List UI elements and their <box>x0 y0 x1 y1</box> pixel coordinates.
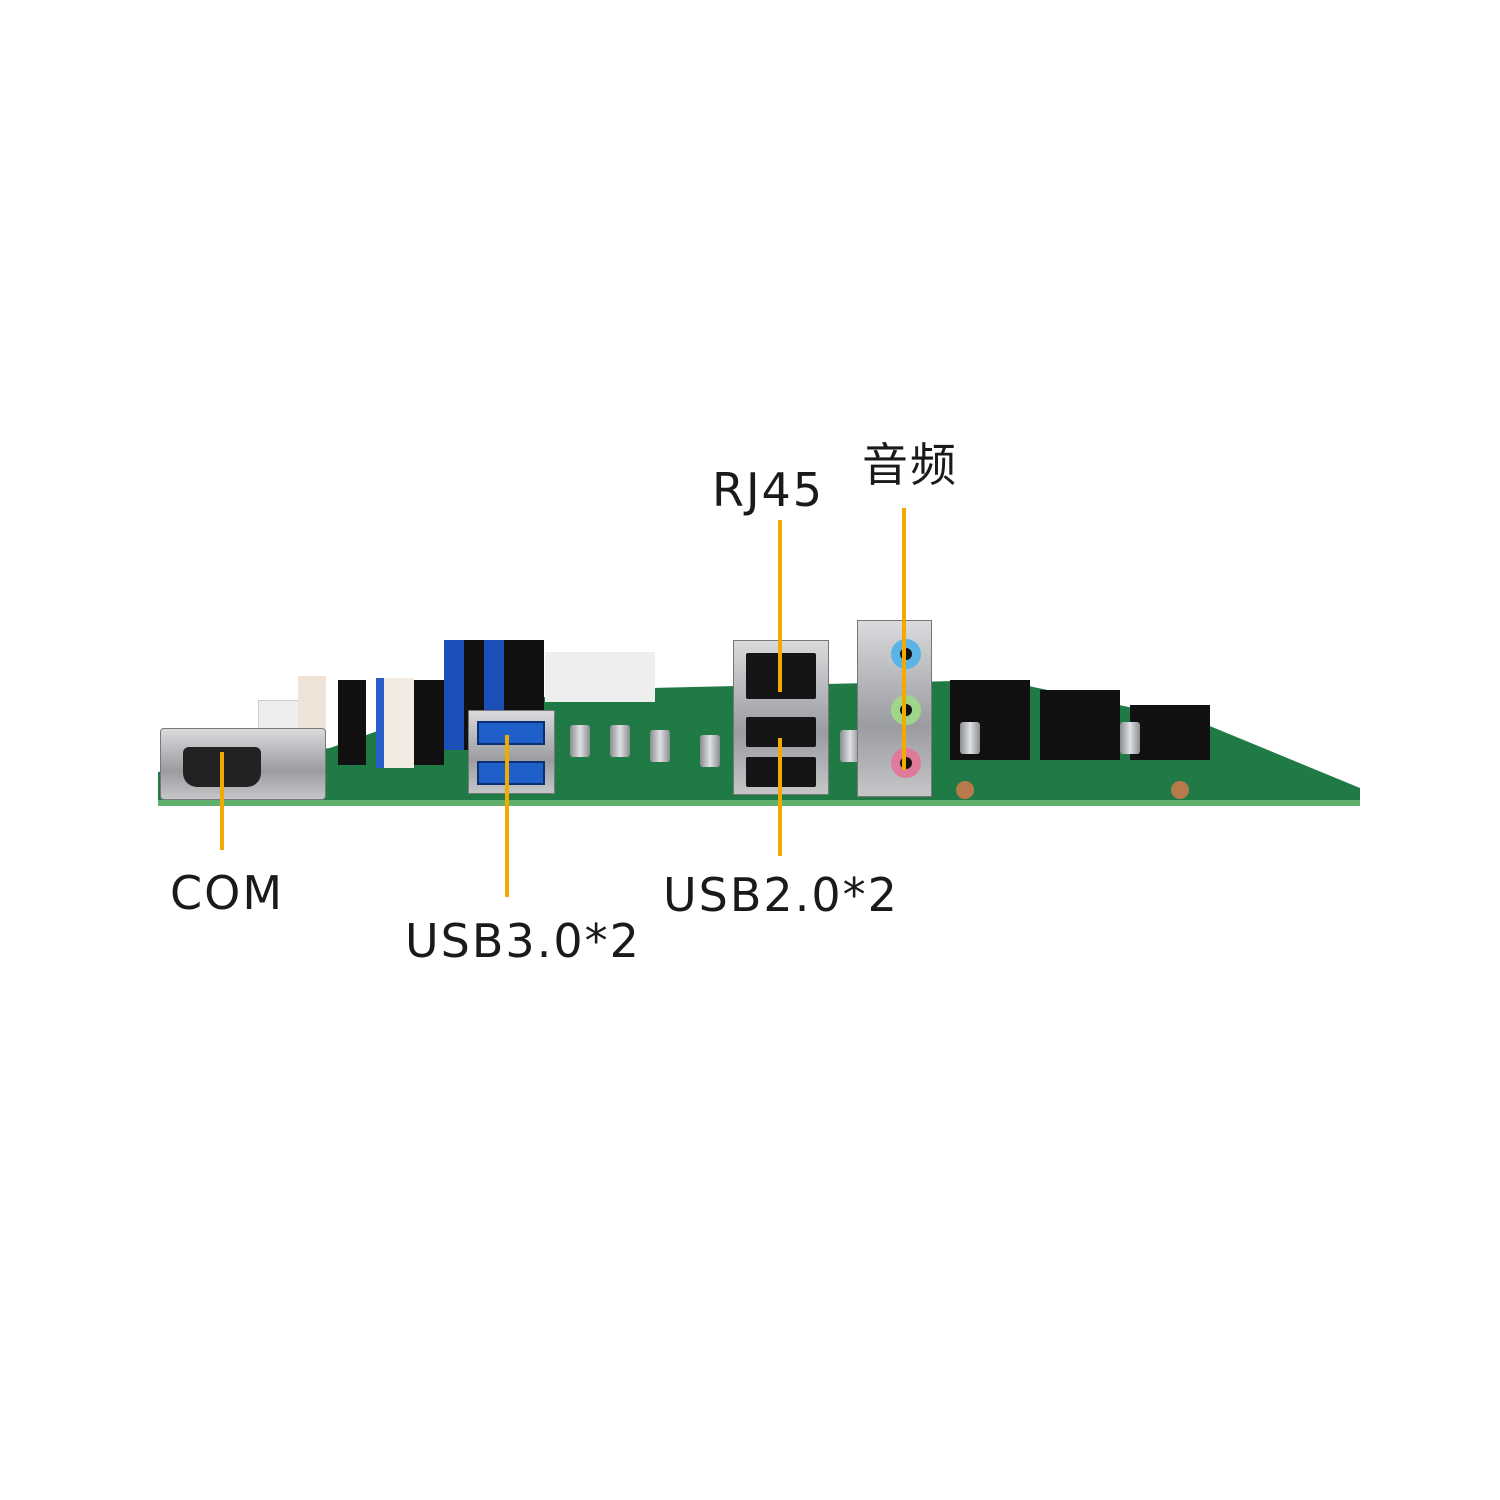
pcie-slot <box>1130 705 1210 760</box>
rj45-leader-line <box>778 520 782 692</box>
audio-bracket <box>857 620 932 797</box>
audio-jack-blue <box>891 639 921 669</box>
sata-connector <box>338 680 366 765</box>
capacitor <box>960 722 980 754</box>
capacitor <box>1120 722 1140 754</box>
audio-jack-pink <box>891 748 921 778</box>
usb2-label: USB2.0*2 <box>663 868 899 922</box>
capacitor <box>610 725 630 757</box>
audio-label: 音频 <box>862 438 958 492</box>
audio-jack-green <box>891 695 921 725</box>
com-port <box>160 728 326 800</box>
capacitor <box>570 725 590 757</box>
sata-connector <box>376 678 414 768</box>
usb3-port <box>477 761 545 785</box>
power-connector <box>545 652 655 702</box>
usb3-label: USB3.0*2 <box>405 914 641 968</box>
capacitor <box>650 730 670 762</box>
capacitor <box>840 730 860 762</box>
capacitor <box>700 735 720 767</box>
sata-connector <box>414 680 444 765</box>
com-leader-line <box>220 752 224 850</box>
usb3-port <box>477 721 545 745</box>
usb3-leader-line <box>505 735 509 897</box>
pcie-slot <box>1040 690 1120 760</box>
rj45-label: RJ45 <box>712 463 825 517</box>
usb2-leader-line <box>778 738 782 856</box>
usb3-ports <box>468 710 555 794</box>
com-label: COM <box>170 866 285 920</box>
audio-leader-line <box>902 508 906 770</box>
